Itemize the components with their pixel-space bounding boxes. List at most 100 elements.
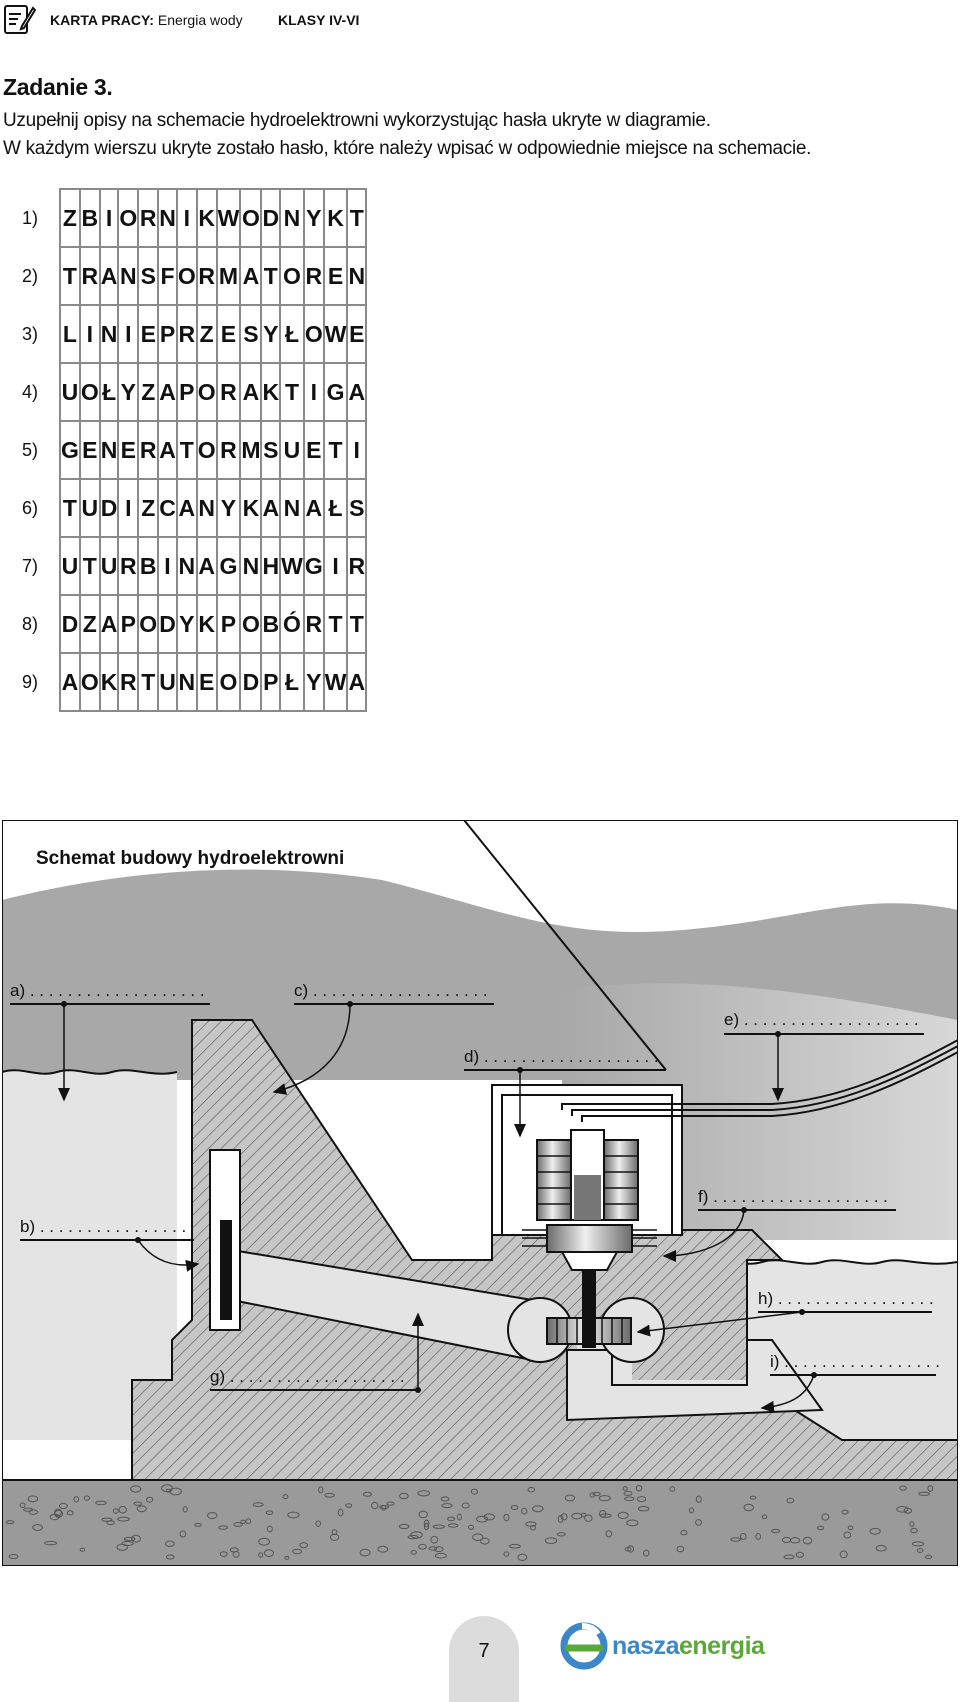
grid-cell: M: [215, 246, 242, 306]
grid-cell: K: [98, 652, 120, 712]
pebble: [927, 1485, 934, 1492]
pebble: [329, 1533, 340, 1541]
pebble: [165, 1554, 175, 1560]
grid-cell: N: [175, 652, 198, 712]
pebble: [580, 1512, 587, 1518]
pebble: [379, 1505, 390, 1509]
row-label: 6): [22, 498, 39, 518]
grid-cell: K: [322, 188, 349, 248]
label-b: b) . . . . . . . . . . . . . . . .: [20, 1217, 186, 1236]
task-section: Zadanie 3. Uzupełnij opisy na schemacie …: [3, 74, 943, 163]
pebble: [182, 1506, 188, 1513]
pebble: [44, 1540, 58, 1546]
reservoir-water: [2, 1070, 177, 1440]
grid-cell: N: [117, 246, 140, 306]
hydro-plant-diagram: Schemat budowy hydroelektrowni a) . . . …: [2, 820, 958, 1566]
grid-cell: A: [98, 594, 120, 654]
pebble: [79, 1547, 86, 1552]
grid-cell: I: [78, 304, 101, 364]
pebble: [218, 1525, 229, 1530]
pebble: [418, 1510, 428, 1519]
pebble: [434, 1546, 444, 1552]
turbine-shaft: [582, 1270, 596, 1322]
grid-cell: U: [59, 362, 81, 422]
pebble: [113, 1508, 119, 1514]
power-line-2: [571, 1045, 958, 1116]
grid-cell: E: [117, 420, 140, 480]
pebble: [194, 1522, 202, 1527]
pebble: [5, 1520, 15, 1525]
pebble: [258, 1537, 271, 1546]
pebble: [318, 1486, 324, 1494]
label-a: a) . . . . . . . . . . . . . . . . . . .: [10, 981, 205, 1000]
pebble: [916, 1548, 924, 1553]
pebble: [73, 1496, 80, 1503]
pebble: [839, 1550, 848, 1559]
pebble: [27, 1495, 39, 1503]
pebble: [503, 1513, 510, 1522]
pebble: [617, 1511, 629, 1520]
pebble: [410, 1550, 417, 1555]
grid-cell: Z: [78, 594, 101, 654]
grid-cell: R: [117, 652, 140, 712]
pebble: [240, 1519, 246, 1524]
logo-wordmark: naszaenergia: [612, 1632, 765, 1661]
pebble: [483, 1513, 495, 1521]
ground-pebbles: [5, 1484, 934, 1561]
grid-cell: T: [346, 594, 368, 654]
pebble: [896, 1506, 909, 1513]
label-f-arrow: [662, 1209, 745, 1262]
grid-cell: Y: [117, 362, 140, 422]
pebble: [440, 1496, 450, 1502]
page-number: 7: [478, 1640, 490, 1662]
pebble: [530, 1524, 536, 1531]
grid-cell: Ó: [279, 594, 305, 654]
grid-cell: B: [260, 594, 282, 654]
grid-cell: R: [137, 188, 160, 248]
grid-cell: K: [260, 362, 282, 422]
pebble: [521, 1507, 528, 1515]
grid-cell: I: [302, 362, 325, 422]
pebble: [509, 1543, 521, 1549]
grid-cell: R: [137, 420, 160, 480]
grid-cell: K: [195, 188, 218, 248]
pebble: [592, 1491, 601, 1497]
pebble: [58, 1502, 68, 1510]
pebble: [386, 1501, 395, 1506]
grid-cell: T: [346, 188, 368, 248]
pebble: [299, 1542, 309, 1549]
grid-cell: U: [59, 536, 81, 596]
pebble: [527, 1487, 536, 1493]
grid-cell: R: [175, 304, 198, 364]
power-line-3: [581, 1051, 958, 1122]
pebble: [909, 1521, 915, 1527]
pebble: [636, 1496, 647, 1503]
pebble: [418, 1543, 427, 1550]
grid-cell: U: [78, 478, 101, 538]
grid-cell: N: [279, 478, 305, 538]
pebble: [783, 1554, 795, 1560]
grid-cell: S: [346, 478, 368, 538]
turbine: [546, 1314, 632, 1348]
pebble: [417, 1490, 431, 1497]
label-d: d) . . . . . . . . . . . . . . . . . . .: [464, 1047, 659, 1066]
grid-cell: D: [98, 478, 120, 538]
pebble: [626, 1519, 639, 1527]
grade-label: KLASY IV-VI: [278, 12, 360, 28]
pebble: [627, 1545, 635, 1553]
pebble: [525, 1521, 537, 1527]
grid-cell: Y: [302, 188, 325, 248]
grid-cell: P: [157, 304, 178, 364]
grid-cell: P: [175, 362, 198, 422]
pebble: [428, 1546, 438, 1551]
reservoir-surface: [2, 1069, 178, 1075]
generator: [522, 1129, 657, 1271]
grid-cell: I: [346, 420, 368, 480]
pebble: [447, 1516, 456, 1522]
pebble: [730, 1537, 742, 1542]
pebble: [284, 1555, 290, 1560]
grid-cell: C: [157, 478, 178, 538]
